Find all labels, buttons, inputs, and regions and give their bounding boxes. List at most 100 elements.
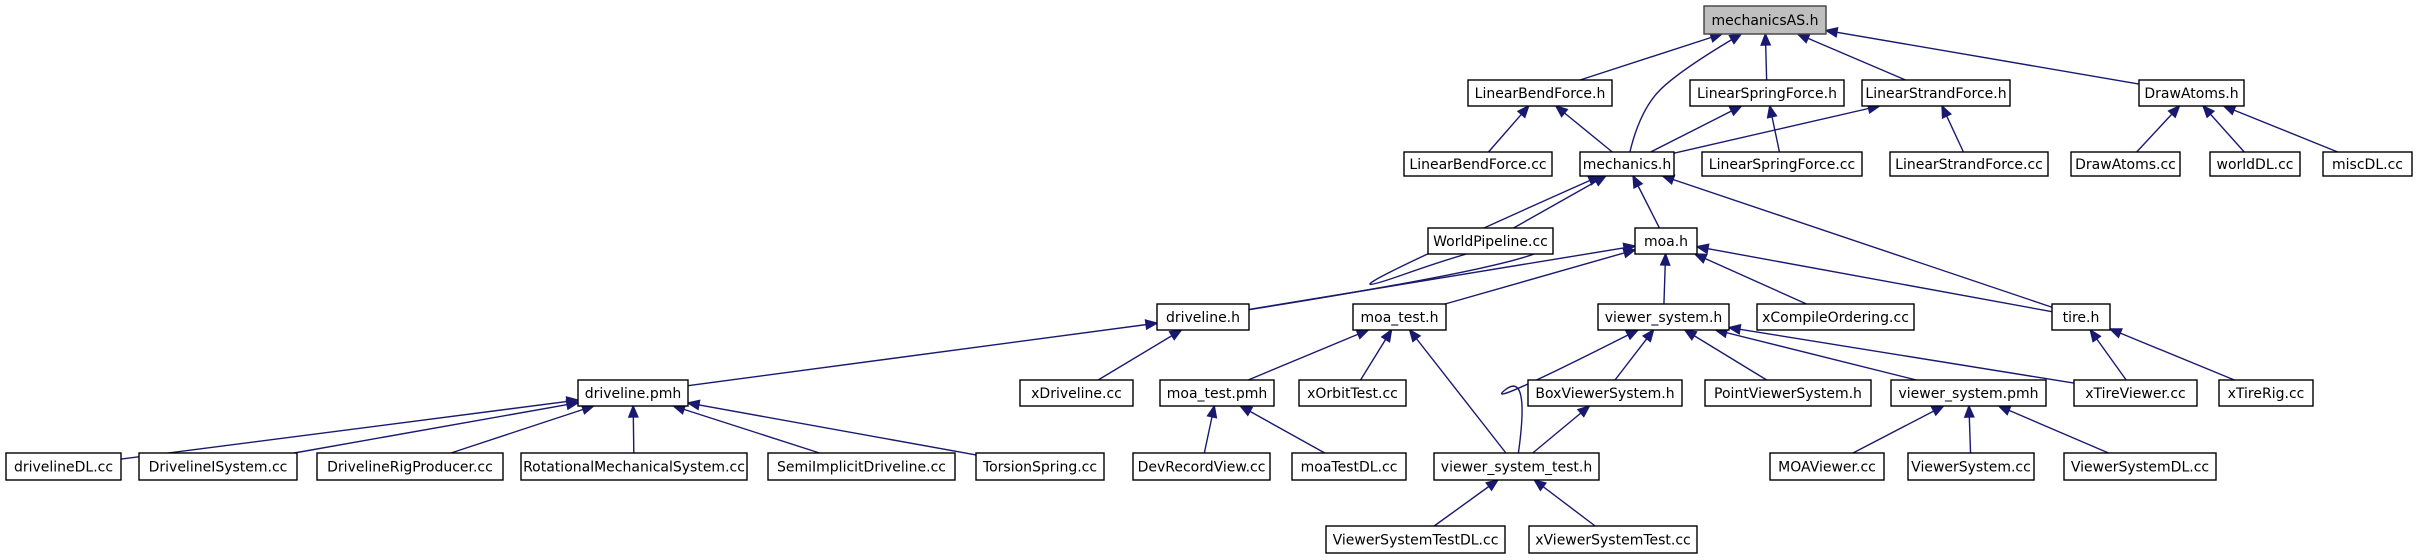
node-boxviewersystem-h[interactable]: BoxViewerSystem.h xyxy=(1527,379,1683,407)
node-box[interactable] xyxy=(1704,379,1872,407)
node-box[interactable] xyxy=(5,452,122,481)
node-box[interactable] xyxy=(1597,303,1730,331)
node-box[interactable] xyxy=(2218,379,2314,407)
node-box[interactable] xyxy=(2051,303,2111,331)
node-driveline-h[interactable]: driveline.h xyxy=(1156,303,1250,331)
node-viewersystemdl-cc[interactable]: ViewerSystemDL.cc xyxy=(2063,452,2217,481)
node-moa-test-h[interactable]: moa_test.h xyxy=(1352,303,1447,331)
node-linearbendforce-cc[interactable]: LinearBendForce.cc xyxy=(1403,151,1553,177)
node-box[interactable] xyxy=(1352,303,1447,331)
node-drawatoms-cc[interactable]: DrawAtoms.cc xyxy=(2070,151,2181,177)
node-box[interactable] xyxy=(316,452,504,481)
node-xorbittest-cc[interactable]: xOrbitTest.cc xyxy=(1298,379,1407,407)
node-moa-h[interactable]: moa.h xyxy=(1634,227,1698,255)
node-viewer-system-pmh[interactable]: viewer_system.pmh xyxy=(1890,379,2047,407)
node-label: xDriveline.cc xyxy=(1031,386,1122,402)
node-moatestdl-cc[interactable]: moaTestDL.cc xyxy=(1291,452,1407,481)
node-box[interactable] xyxy=(2070,151,2181,177)
node-box[interactable] xyxy=(577,379,689,407)
node-box[interactable] xyxy=(1467,79,1613,107)
node-box[interactable] xyxy=(767,452,956,481)
node-box[interactable] xyxy=(2209,151,2301,177)
node-xviewersystemtest-cc[interactable]: xViewerSystemTest.cc xyxy=(1528,525,1698,554)
edge-moatestdl-cc-to-moa-test-pmh xyxy=(1240,405,1326,454)
node-driveline-pmh[interactable]: driveline.pmh xyxy=(577,379,689,407)
node-torsionspring-cc[interactable]: TorsionSpring.cc xyxy=(975,452,1105,481)
node-label: LinearStrandForce.cc xyxy=(1895,157,2043,173)
node-box[interactable] xyxy=(1298,379,1407,407)
node-moaviewer-cc[interactable]: MOAViewer.cc xyxy=(1769,452,1885,481)
node-box[interactable] xyxy=(1528,525,1698,554)
node-box[interactable] xyxy=(1291,452,1407,481)
node-box[interactable] xyxy=(1689,79,1845,107)
node-rotationalmechanicalsystem-cc[interactable]: RotationalMechanicalSystem.cc xyxy=(520,452,748,481)
node-box[interactable] xyxy=(2063,452,2217,481)
node-xdriveline-cc[interactable]: xDriveline.cc xyxy=(1019,379,1134,407)
node-viewer-system-test-h[interactable]: viewer_system_test.h xyxy=(1433,452,1600,481)
arrowhead-boxviewersystem-h-to-viewer-system-h xyxy=(1641,328,1655,343)
node-box[interactable] xyxy=(1527,379,1683,407)
node-label: mechanics.h xyxy=(1583,157,1671,173)
node-xtireviewer-cc[interactable]: xTireViewer.cc xyxy=(2073,379,2198,407)
node-box[interactable] xyxy=(1427,227,1554,255)
node-semiimplicitdriveline-cc[interactable]: SemiImplicitDriveline.cc xyxy=(767,452,956,481)
node-box[interactable] xyxy=(520,452,748,481)
node-moa-test-pmh[interactable]: moa_test.pmh xyxy=(1159,379,1275,407)
node-devrecordview-cc[interactable]: DevRecordView.cc xyxy=(1132,452,1271,481)
node-xcompileordering-cc[interactable]: xCompileOrdering.cc xyxy=(1756,303,1915,331)
node-box[interactable] xyxy=(1403,151,1553,177)
node-pointviewersystem-h[interactable]: PointViewerSystem.h xyxy=(1704,379,1872,407)
node-xtirerig-cc[interactable]: xTireRig.cc xyxy=(2218,379,2314,407)
node-box[interactable] xyxy=(1769,452,1885,481)
node-mechanics-h[interactable]: mechanics.h xyxy=(1579,151,1675,177)
node-box[interactable] xyxy=(2073,379,2198,407)
node-drivelineisystem-cc[interactable]: DrivelineISystem.cc xyxy=(138,452,298,481)
node-drivelinedl-cc[interactable]: drivelineDL.cc xyxy=(5,452,122,481)
node-linearstrandforce-cc[interactable]: LinearStrandForce.cc xyxy=(1889,151,2049,177)
node-miscdl-cc[interactable]: miscDL.cc xyxy=(2322,151,2413,177)
node-drivelinerigproducer-cc[interactable]: DrivelineRigProducer.cc xyxy=(316,452,504,481)
node-viewer-system-h[interactable]: viewer_system.h xyxy=(1597,303,1730,331)
node-box[interactable] xyxy=(1156,303,1250,331)
arrowhead-mechanics-h-to-mechanicsas-h xyxy=(1728,33,1743,45)
node-label: xViewerSystemTest.cc xyxy=(1535,533,1691,549)
node-box[interactable] xyxy=(1861,79,2011,107)
node-box[interactable] xyxy=(1756,303,1915,331)
node-box[interactable] xyxy=(1703,5,1827,35)
node-box[interactable] xyxy=(1433,452,1600,481)
node-box[interactable] xyxy=(1579,151,1675,177)
node-box[interactable] xyxy=(1019,379,1134,407)
node-label: BoxViewerSystem.h xyxy=(1535,386,1674,402)
node-linearbendforce-h[interactable]: LinearBendForce.h xyxy=(1467,79,1613,107)
arrowhead-tire-h-to-moa-h xyxy=(1695,243,1710,255)
node-viewersystemtestdl-cc[interactable]: ViewerSystemTestDL.cc xyxy=(1325,525,1506,554)
arrowhead-xorbittest-cc-to-moa-test-h xyxy=(1380,328,1393,343)
node-box[interactable] xyxy=(2138,79,2245,107)
node-box[interactable] xyxy=(138,452,298,481)
node-worldpipeline-cc[interactable]: WorldPipeline.cc xyxy=(1427,227,1554,255)
edge-moaviewer-cc-to-viewer-system-pmh xyxy=(1852,405,1944,454)
node-box[interactable] xyxy=(1132,452,1271,481)
node-box[interactable] xyxy=(1325,525,1506,554)
arrowhead-moaviewer-cc-to-viewer-system-pmh xyxy=(1930,405,1946,417)
node-box[interactable] xyxy=(1159,379,1275,407)
node-linearspringforce-h[interactable]: LinearSpringForce.h xyxy=(1689,79,1845,107)
node-label: xOrbitTest.cc xyxy=(1307,386,1398,402)
node-box[interactable] xyxy=(1907,452,2035,481)
node-box[interactable] xyxy=(1634,227,1698,255)
node-linearspringforce-cc[interactable]: LinearSpringForce.cc xyxy=(1701,151,1863,177)
edge-moa-test-h-to-moa-h xyxy=(1444,249,1636,305)
node-box[interactable] xyxy=(975,452,1105,481)
node-box[interactable] xyxy=(1701,151,1863,177)
node-linearstrandforce-h[interactable]: LinearStrandForce.h xyxy=(1861,79,2011,107)
node-tire-h[interactable]: tire.h xyxy=(2051,303,2111,331)
node-box[interactable] xyxy=(1889,151,2049,177)
node-worlddl-cc[interactable]: worldDL.cc xyxy=(2209,151,2301,177)
node-drawatoms-h[interactable]: DrawAtoms.h xyxy=(2138,79,2245,107)
node-label: xTireRig.cc xyxy=(2228,386,2305,402)
node-box[interactable] xyxy=(1890,379,2047,407)
node-box[interactable] xyxy=(2322,151,2413,177)
arrowhead-miscdl-cc-to-drawatoms-h xyxy=(2222,105,2237,116)
node-viewersystem-cc[interactable]: ViewerSystem.cc xyxy=(1907,452,2035,481)
node-mechanicsas-h[interactable]: mechanicsAS.h xyxy=(1703,5,1827,35)
